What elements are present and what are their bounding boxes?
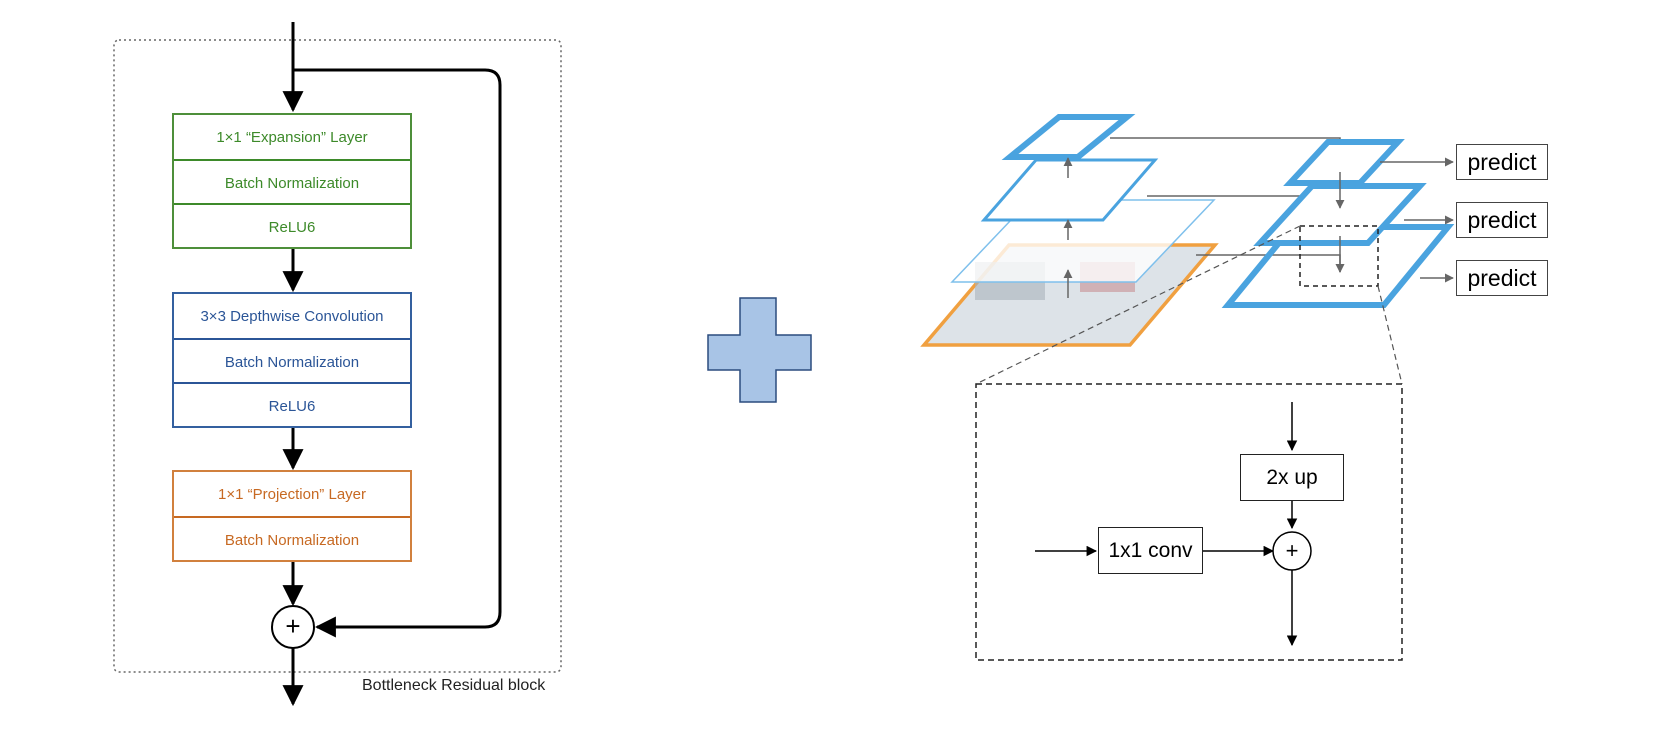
expansion-relu6: ReLU6 [174,203,410,249]
predict-box-2: predict [1456,202,1548,238]
add-symbol: + [285,611,301,641]
predict-box-3: predict [1456,260,1548,296]
zoom-line-right [1377,285,1403,385]
skip-connection [293,68,502,638]
zoom-detail-frame [975,383,1403,661]
output-level-1 [1283,139,1405,186]
bottleneck-caption: Bottleneck Residual block [362,677,546,694]
expansion-layer: 1×1 “Expansion” Layer [216,128,368,146]
expansion-batchnorm: Batch Normalization [174,159,410,205]
upsample-box: 2x up [1240,454,1344,501]
expansion-block: 1×1 “Expansion” Layer Batch Normalizatio… [172,113,412,249]
predict-box-1: predict [1456,144,1548,180]
bottleneck-border [113,39,562,673]
zoom-region [1299,225,1379,287]
projection-batchnorm: Batch Normalization [174,516,410,562]
depthwise-conv: 3×3 Depthwise Convolution [200,307,384,325]
projection-block: 1×1 “Projection” Layer Batch Normalizati… [172,470,412,562]
merge-add-symbol: + [1285,538,1299,563]
output-level-3 [1221,224,1455,308]
depthwise-block: 3×3 Depthwise Convolution Batch Normaliz… [172,292,412,428]
level-1-plane [1001,114,1136,160]
lateral-conv-box: 1x1 conv [1098,527,1203,574]
level-2-plane [980,158,1159,222]
depthwise-batchnorm: Batch Normalization [174,338,410,384]
plus-sign [707,297,812,403]
zoom-line-left [975,225,1301,385]
projection-layer: 1×1 “Projection” Layer [218,485,366,503]
lateral-line-1 [1110,137,1345,161]
depthwise-relu6: ReLU6 [174,382,410,428]
